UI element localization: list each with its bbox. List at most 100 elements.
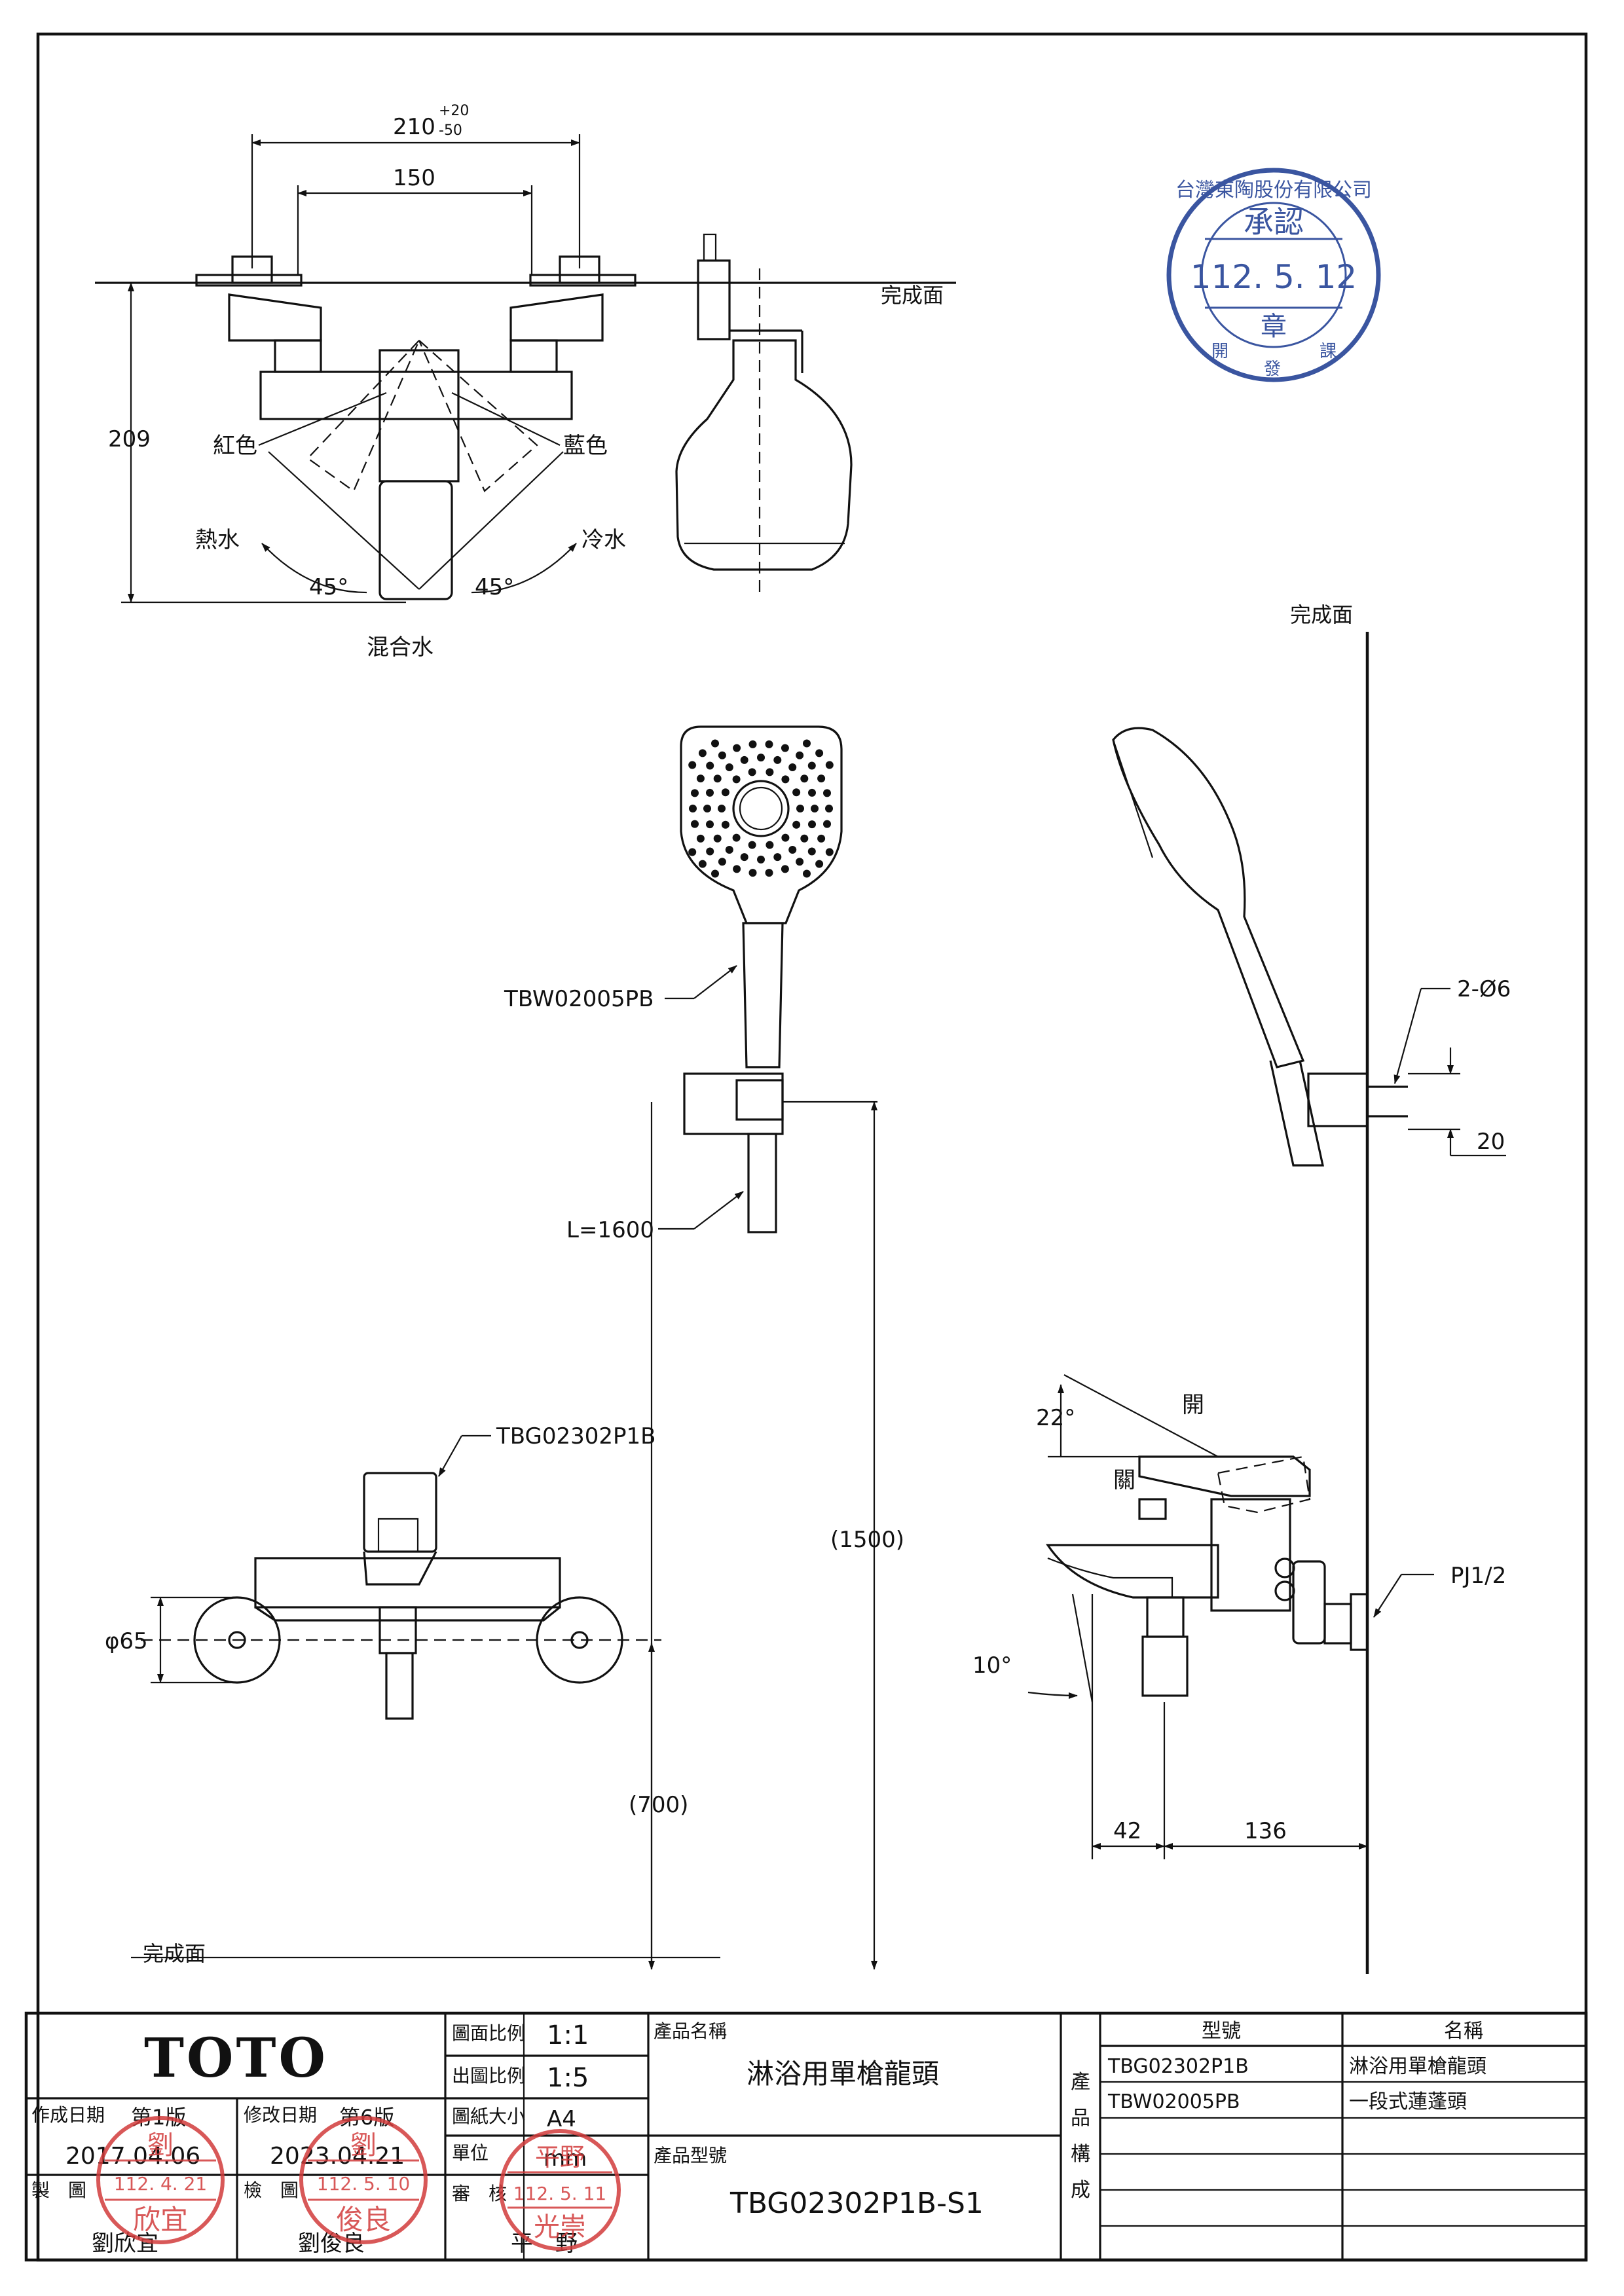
dim-150: 150: [393, 165, 435, 191]
angle-22: 22°: [1036, 1405, 1075, 1431]
spray-hole: [796, 805, 804, 812]
spray-hole: [706, 820, 714, 829]
dim-210: 210: [393, 114, 435, 140]
faucet-side: 22° 開 關 PJ1/2 10° 42 136: [972, 1374, 1506, 1859]
spray-hole: [718, 805, 726, 812]
stamp3-date: 112. 5. 11: [513, 2183, 607, 2204]
leader-blue: [451, 392, 561, 446]
modified-label: 修改日期: [244, 2104, 317, 2126]
check-label: 檢 圖: [244, 2179, 299, 2201]
faucet-model-label: TBG02302P1B: [496, 1423, 655, 1449]
spray-hole: [698, 749, 707, 757]
close-label: 關: [1113, 1467, 1135, 1493]
approval-stamp: 台灣東陶股份有限公司 承認 112. 5. 12 章 開 發 課: [1166, 168, 1381, 382]
spray-hole: [792, 820, 801, 829]
angle-right-label: 45°: [475, 574, 514, 600]
scale-value: 1:1: [547, 2020, 589, 2050]
spray-hole: [788, 846, 797, 854]
spray-hole: [718, 858, 726, 866]
spray-hole: [766, 841, 774, 849]
spray-hole: [740, 853, 748, 862]
dim-20: 20: [1477, 1129, 1505, 1155]
red-label: 紅色: [213, 433, 257, 459]
stamp-dept-mid: 發: [1264, 359, 1281, 379]
spray-hole: [713, 774, 722, 783]
spray-hole: [740, 756, 748, 764]
spray-hole: [721, 820, 729, 829]
spray-hole: [725, 763, 733, 771]
col-name: 名稱: [1444, 2020, 1483, 2043]
finish-surface-label-bottom: 完成面: [143, 1941, 206, 1966]
spray-hole: [781, 744, 789, 752]
angle-left-label: 45°: [309, 574, 348, 600]
stamp3-name: 光崇: [534, 2212, 586, 2242]
product-name-label: 產品名稱: [654, 2020, 727, 2042]
stamp2-name: 俊良: [336, 2204, 391, 2236]
red-stamp-review: 平野 112. 5. 11 光崇: [499, 2129, 621, 2251]
tol-plus: +20: [439, 103, 469, 119]
product-type-label: 產品型號: [654, 2145, 727, 2166]
stamp1-top: 劉: [147, 2130, 174, 2160]
spray-hole: [807, 761, 816, 770]
spray-hole: [732, 833, 741, 842]
red-stamp-check: 劉 112. 5. 10 俊良: [299, 2116, 428, 2244]
spray-hole: [748, 768, 756, 776]
hot-water-label: 熱水: [195, 527, 240, 553]
spray-hole: [732, 775, 741, 784]
spray-hole: [757, 855, 765, 864]
spray-hole: [803, 739, 811, 748]
spray-hole: [825, 761, 834, 769]
spray-hole: [781, 833, 790, 842]
modified-date: 2023.04.21: [270, 2143, 405, 2170]
spray-hole: [773, 853, 782, 862]
spray-hole: [721, 788, 729, 797]
spray-hole: [706, 761, 714, 770]
spray-hole: [792, 788, 801, 797]
dim-136: 136: [1244, 1818, 1287, 1844]
spray-hole: [781, 775, 790, 784]
scale-label: 圖面比例: [452, 2022, 525, 2044]
product-name: 淋浴用單槍龍頭: [747, 2058, 939, 2090]
composition-label-3: 構: [1071, 2143, 1090, 2166]
spray-hole: [823, 820, 831, 828]
paper-label: 圖紙大小: [452, 2105, 525, 2127]
spray-hole: [788, 763, 797, 771]
finish-surface-label: 完成面: [881, 283, 944, 308]
side-view-top: [675, 233, 853, 596]
stamp3-top: 平野: [535, 2143, 585, 2172]
spray-hole: [691, 820, 699, 828]
spray-hole: [725, 846, 733, 854]
product-type: TBG02302P1B-S1: [729, 2187, 984, 2220]
shower-model-label: TBW02005PB: [504, 986, 654, 1012]
mixed-water-label: 混合水: [367, 634, 434, 661]
spray-hole: [800, 774, 809, 783]
shower-head-front: TBW02005PB L=1600: [504, 725, 877, 1243]
spray-hole: [689, 805, 697, 812]
spray-hole: [706, 847, 714, 856]
spray-hole: [823, 789, 831, 797]
stamp1-date: 112. 4. 21: [114, 2173, 208, 2195]
spray-hole: [713, 834, 722, 843]
composition-label-4: 成: [1071, 2179, 1090, 2202]
tol-minus: -50: [439, 122, 462, 139]
red-stamp-drawn: 劉 112. 4. 21 欣宜: [96, 2116, 225, 2244]
leader-red: [258, 392, 387, 446]
spray-hole: [765, 869, 773, 877]
spray-hole: [711, 739, 719, 748]
spray-hole: [817, 774, 826, 783]
spray-hole: [815, 860, 824, 868]
spray-hole: [817, 834, 826, 843]
open-label: 開: [1182, 1392, 1204, 1418]
drawn-name: 劉欣宜: [92, 2231, 158, 2257]
spray-hole: [691, 789, 699, 797]
spray-hole: [748, 740, 757, 748]
stamp-dept-right: 課: [1320, 342, 1337, 361]
finish-surface-label-right: 完成面: [1290, 602, 1353, 627]
spray-hole: [748, 841, 756, 849]
col-model: 型號: [1202, 2020, 1241, 2043]
stamp2-top: 劉: [350, 2130, 377, 2160]
drawn-label: 製 圖: [31, 2179, 86, 2201]
spray-hole: [808, 820, 816, 829]
stamp-dept-left: 開: [1211, 342, 1228, 361]
